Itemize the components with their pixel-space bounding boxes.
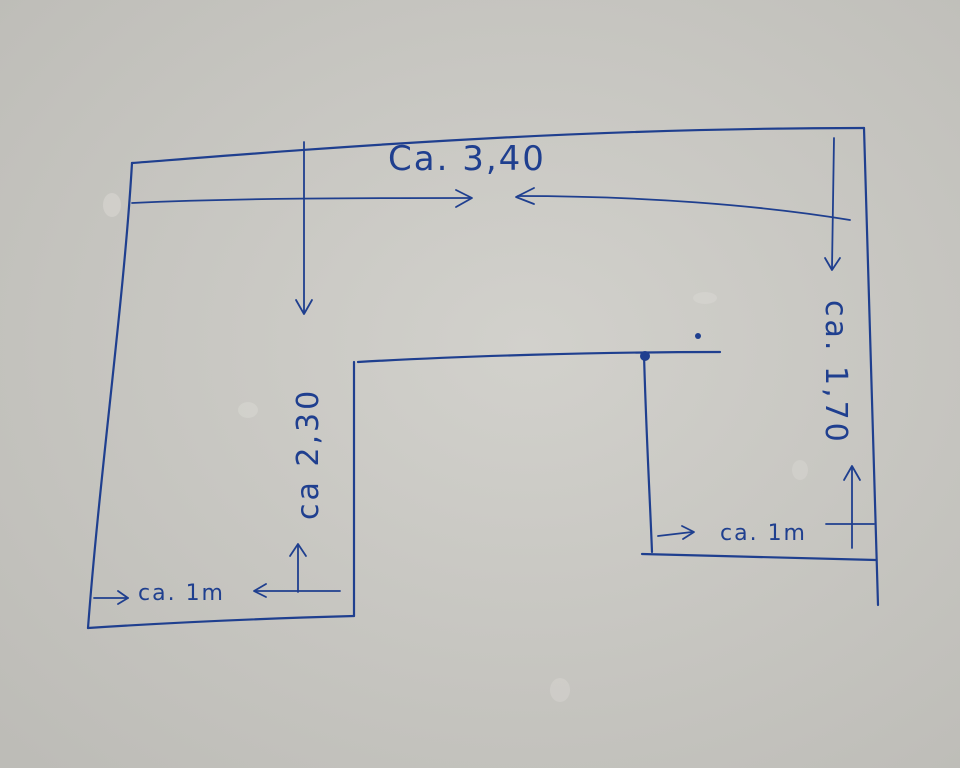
room-outline [86,126,880,630]
dimension-left-height [289,141,313,593]
dimension-top-width [131,187,851,221]
right-height-label: ca. 1,70 [818,300,853,445]
dimension-left-bottom-width [93,583,341,605]
ink-dot [695,333,701,339]
left-height-label: ca 2,30 [291,388,326,520]
right-bottom-width-label: ca. 1m [720,521,807,546]
top-width-label: Ca. 3,40 [388,139,546,179]
ink-dot [640,351,650,361]
dimension-right-bottom-width [657,523,875,540]
dimension-right-height [824,137,861,549]
left-bottom-width-label: ca. 1m [138,581,225,606]
